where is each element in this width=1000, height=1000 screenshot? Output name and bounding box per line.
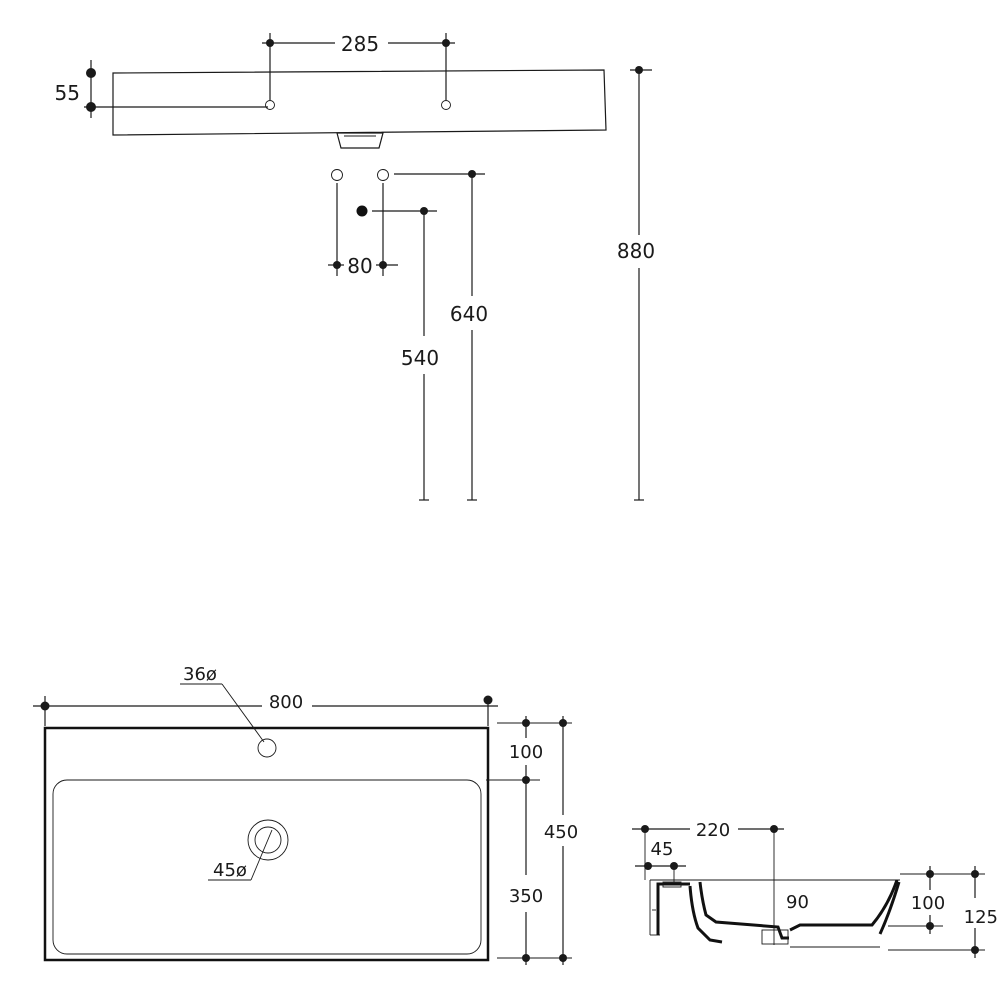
dim-100-label: 100 [509, 742, 543, 763]
section-waste [761, 929, 789, 945]
dim-section-125-label: 125 [964, 907, 998, 928]
section-rim-right [878, 881, 901, 935]
section-rim-left [656, 882, 690, 935]
supply-hole-left [331, 169, 343, 181]
dim-450-dot-bottom [559, 954, 567, 962]
dim-100-dot-top [522, 719, 530, 727]
dim-285-label: 285 [341, 32, 379, 56]
dim-90-label: 90 [786, 892, 809, 913]
dim-55-label: 55 [55, 81, 80, 105]
tap-hole-left [265, 100, 275, 110]
dim-220-label: 220 [696, 820, 730, 841]
dim-640-label: 640 [450, 302, 488, 326]
dim-section-100-dot-bottom [926, 922, 934, 930]
dim-285-dot-left [266, 39, 274, 47]
waste-outer-ring [247, 819, 289, 861]
dim-section-125-dot-top [971, 870, 979, 878]
tap-hole-right [441, 100, 451, 110]
dim-285-dot-right [442, 39, 450, 47]
waste-leader [250, 829, 273, 881]
dim-800-dot-right [483, 695, 493, 705]
waste-outlet-elevation [336, 132, 384, 149]
dim-100-dot-bottom [522, 776, 530, 784]
tap-hole-leader [221, 683, 265, 743]
basin-bowl-outline [52, 779, 482, 955]
waste-inner-ring [254, 826, 282, 854]
tap-hole-plan [257, 738, 277, 758]
dim-800-label: 800 [269, 692, 303, 713]
section-tap-hole [662, 881, 682, 888]
plan-view: 36ø 45ø 800 100 350 450 [33, 664, 578, 965]
dim-350-label: 350 [509, 886, 543, 907]
dim-880-dot-top [635, 66, 643, 74]
dim-45-label: 45 [651, 839, 674, 860]
section-bowl-right [789, 879, 899, 932]
dim-section-125-dot-bottom [971, 946, 979, 954]
basin-elevation-outline [112, 69, 607, 136]
waste-diameter-label: 45ø [213, 860, 247, 881]
dim-350-dot-bottom [522, 954, 530, 962]
dim-55-dot-top [86, 68, 96, 78]
dim-540-dot-top [420, 207, 428, 215]
section-bowl-inner [698, 881, 789, 940]
dim-45-dot-left [644, 862, 652, 870]
dim-640-dot-top [468, 170, 476, 178]
dim-800-dot-left [40, 701, 50, 711]
dim-55-dot-bottom [86, 102, 96, 112]
dim-450-label: 450 [544, 822, 578, 843]
dim-540-label: 540 [401, 346, 439, 370]
tap-hole-diameter-label: 36ø [183, 664, 217, 685]
dim-section-100-dot-top [926, 870, 934, 878]
dim-section-100-label: 100 [911, 893, 945, 914]
section-view: 220 45 90 100 125 [632, 820, 998, 958]
section-bowl-outer [688, 885, 723, 944]
dim-80-dot-right [379, 261, 387, 269]
front-elevation: 285 55 880 80 640 [55, 32, 655, 501]
dim-80-label: 80 [347, 254, 372, 278]
supply-hole-right [377, 169, 389, 181]
waste-point [356, 205, 368, 217]
dim-880-label: 880 [617, 239, 655, 263]
basin-plan-outline [43, 726, 490, 962]
dim-450-dot-top [559, 719, 567, 727]
dim-80-dot-left [333, 261, 341, 269]
